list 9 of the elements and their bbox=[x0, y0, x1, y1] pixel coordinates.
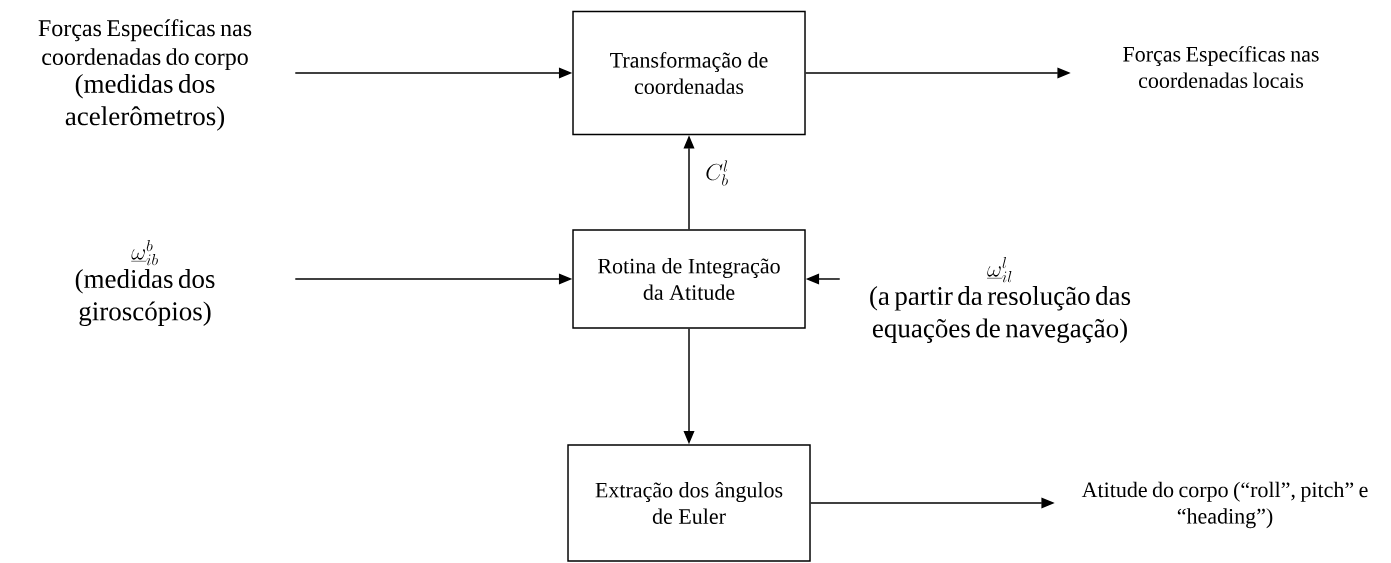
text-label: Forças Específicas nas coordenadas do corpo (medidas dos acelerômetros) bbox=[38, 19, 252, 131]
process-box: Extração dos ângulos de Euler bbox=[567, 444, 811, 562]
process-box: Transformação de coordenadas bbox=[572, 10, 806, 136]
text-label: Atitude do corpo (“roll”, pitch” e “heading”) bbox=[1081, 481, 1368, 529]
text-label: Forças Específicas nas coordenadas locais bbox=[1123, 45, 1319, 89]
text-label: $\underline{\omega}_{ib}^{b}$ (medidas dos giroscópios) bbox=[75, 239, 215, 327]
text-label: $\underline{\omega}_{il}^{l}$ (a partir da resolução das equações de navegação) bbox=[870, 256, 1131, 344]
process-box: Rotina de Integração da Atitude bbox=[572, 229, 806, 329]
edge-label: $C_b^l$ bbox=[706, 160, 728, 186]
